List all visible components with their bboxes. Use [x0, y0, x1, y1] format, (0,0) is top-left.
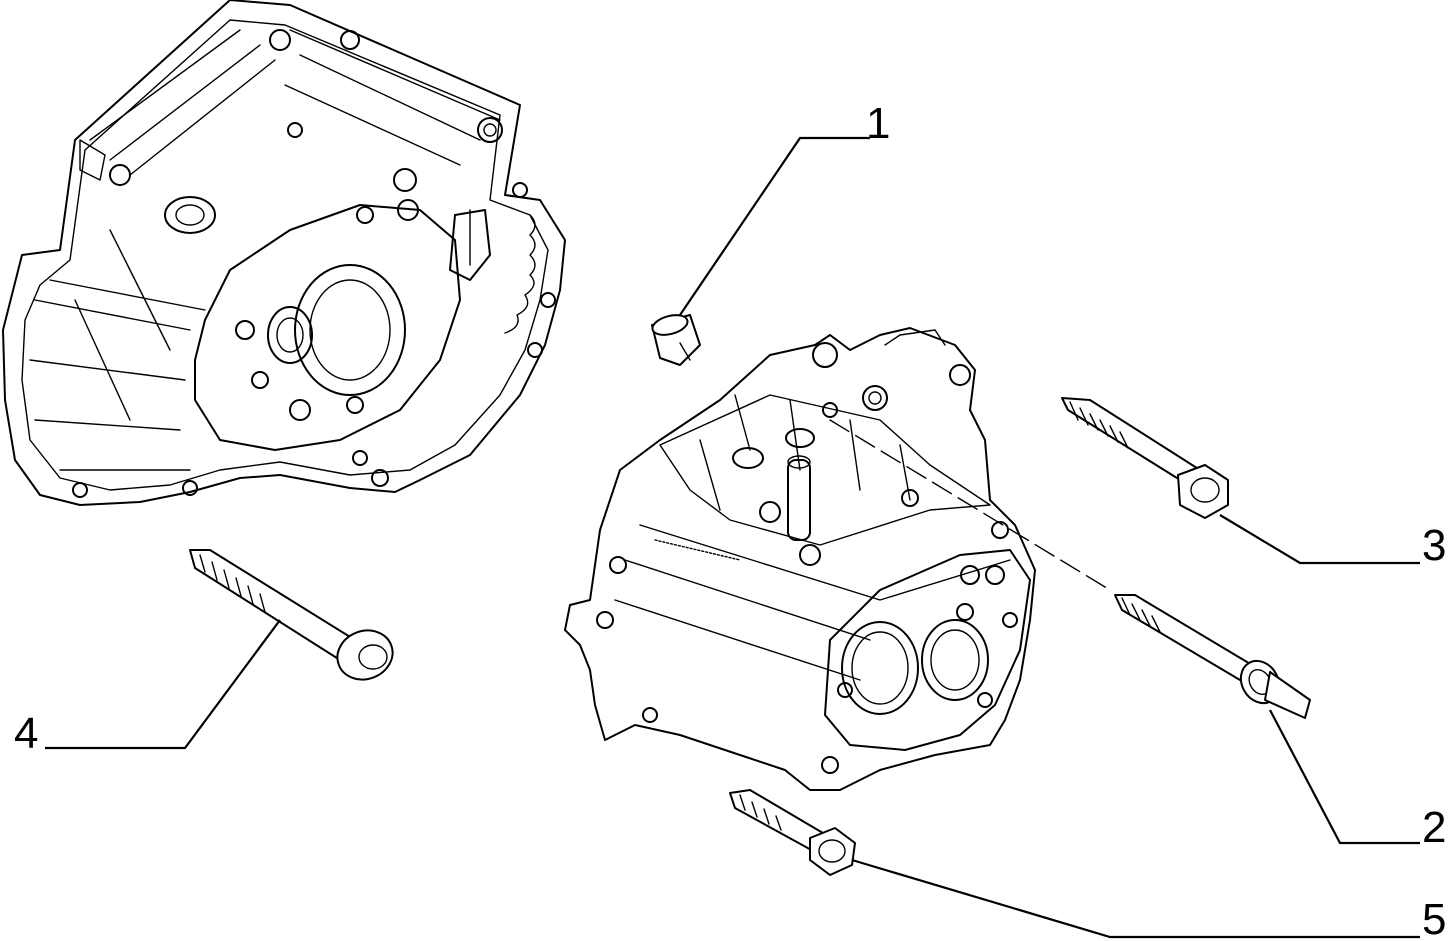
dowel-bush-part — [651, 314, 701, 366]
bolt-part-3 — [1061, 397, 1229, 519]
stud-part-2 — [1114, 594, 1311, 719]
gearbox-case-drawing — [564, 327, 1036, 791]
leader-line-4 — [45, 619, 281, 750]
alignment-dashed-line — [829, 419, 1111, 591]
clutch-housing-drawing — [2, 0, 566, 506]
callout-1: 1 — [866, 99, 890, 148]
callout-4: 4 — [14, 709, 38, 758]
bolt-part-4 — [189, 549, 394, 681]
leader-line-2 — [1269, 709, 1420, 845]
callout-5: 5 — [1422, 895, 1446, 941]
leader-line-5 — [851, 858, 1420, 939]
bolt-part-5 — [729, 789, 856, 876]
leader-line-3 — [1219, 514, 1420, 565]
callout-2: 2 — [1422, 803, 1446, 852]
callout-3: 3 — [1422, 521, 1446, 570]
leader-lines — [45, 136, 1420, 939]
leader-line-1 — [679, 136, 870, 316]
